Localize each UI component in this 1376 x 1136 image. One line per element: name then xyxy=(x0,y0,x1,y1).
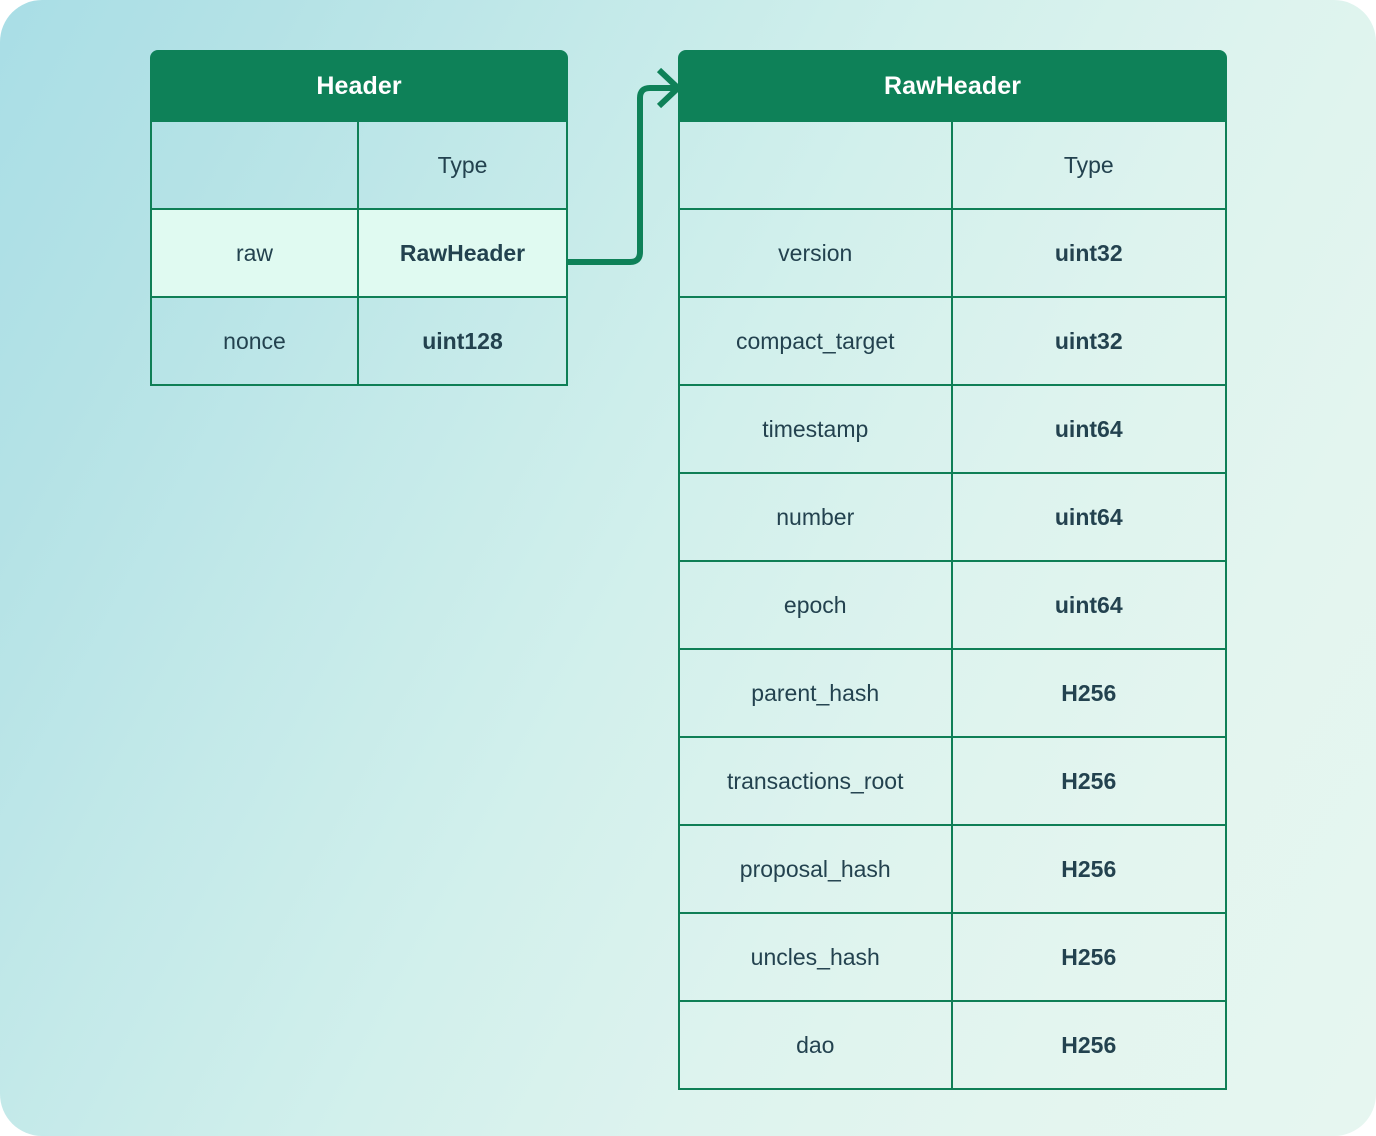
table-row[interactable]: raw RawHeader xyxy=(152,208,566,296)
table-row[interactable]: version uint32 xyxy=(680,208,1225,296)
connector-line xyxy=(568,85,678,265)
entity-grid-header: Type raw RawHeader nonce uint128 xyxy=(150,122,568,386)
field-name: raw xyxy=(152,210,359,296)
field-type: uint32 xyxy=(1054,239,1123,266)
field-type: uint32 xyxy=(1054,327,1123,354)
field-type: uint64 xyxy=(1054,591,1123,618)
field-name: epoch xyxy=(680,562,953,648)
entity-title-rawheader: RawHeader xyxy=(678,50,1227,122)
table-row[interactable]: uncles_hash H256 xyxy=(680,912,1225,1000)
table-row[interactable]: parent_hash H256 xyxy=(680,648,1225,736)
field-type: uint128 xyxy=(422,327,503,354)
field-name: number xyxy=(680,474,953,560)
field-name: proposal_hash xyxy=(680,826,953,912)
arrow-right-icon xyxy=(656,67,683,109)
table-row[interactable]: proposal_hash H256 xyxy=(680,824,1225,912)
entity-rawheader[interactable]: RawHeader Type version uint32 compact_ta… xyxy=(678,50,1227,1090)
table-row[interactable]: epoch uint64 xyxy=(680,560,1225,648)
field-type: H256 xyxy=(1061,855,1117,882)
field-type: uint64 xyxy=(1054,415,1123,442)
field-type: H256 xyxy=(1061,1031,1117,1058)
field-name: dao xyxy=(680,1002,953,1088)
column-header-name xyxy=(152,122,359,208)
field-type: uint64 xyxy=(1054,503,1123,530)
field-name: parent_hash xyxy=(680,650,953,736)
field-name: transactions_root xyxy=(680,738,953,824)
field-type: H256 xyxy=(1061,767,1117,794)
column-header-type: Type xyxy=(437,151,488,178)
field-type: H256 xyxy=(1061,679,1117,706)
table-row[interactable]: timestamp uint64 xyxy=(680,384,1225,472)
field-name: compact_target xyxy=(680,298,953,384)
entity-header[interactable]: Header Type raw RawHeader nonce uint128 xyxy=(150,50,568,386)
entity-title-header: Header xyxy=(150,50,568,122)
table-row[interactable]: transactions_root H256 xyxy=(680,736,1225,824)
field-name: timestamp xyxy=(680,386,953,472)
field-name: version xyxy=(680,210,953,296)
field-name: nonce xyxy=(152,298,359,384)
table-column-header-row: Type xyxy=(152,122,566,208)
column-header-name xyxy=(680,122,953,208)
table-row[interactable]: number uint64 xyxy=(680,472,1225,560)
table-row[interactable]: dao H256 xyxy=(680,1000,1225,1088)
field-type: RawHeader xyxy=(399,239,526,266)
table-column-header-row: Type xyxy=(680,122,1225,208)
field-name: uncles_hash xyxy=(680,914,953,1000)
field-type: H256 xyxy=(1061,943,1117,970)
table-row[interactable]: compact_target uint32 xyxy=(680,296,1225,384)
entity-grid-rawheader: Type version uint32 compact_target uint3… xyxy=(678,122,1227,1090)
table-row[interactable]: nonce uint128 xyxy=(152,296,566,384)
column-header-type: Type xyxy=(1063,151,1114,178)
